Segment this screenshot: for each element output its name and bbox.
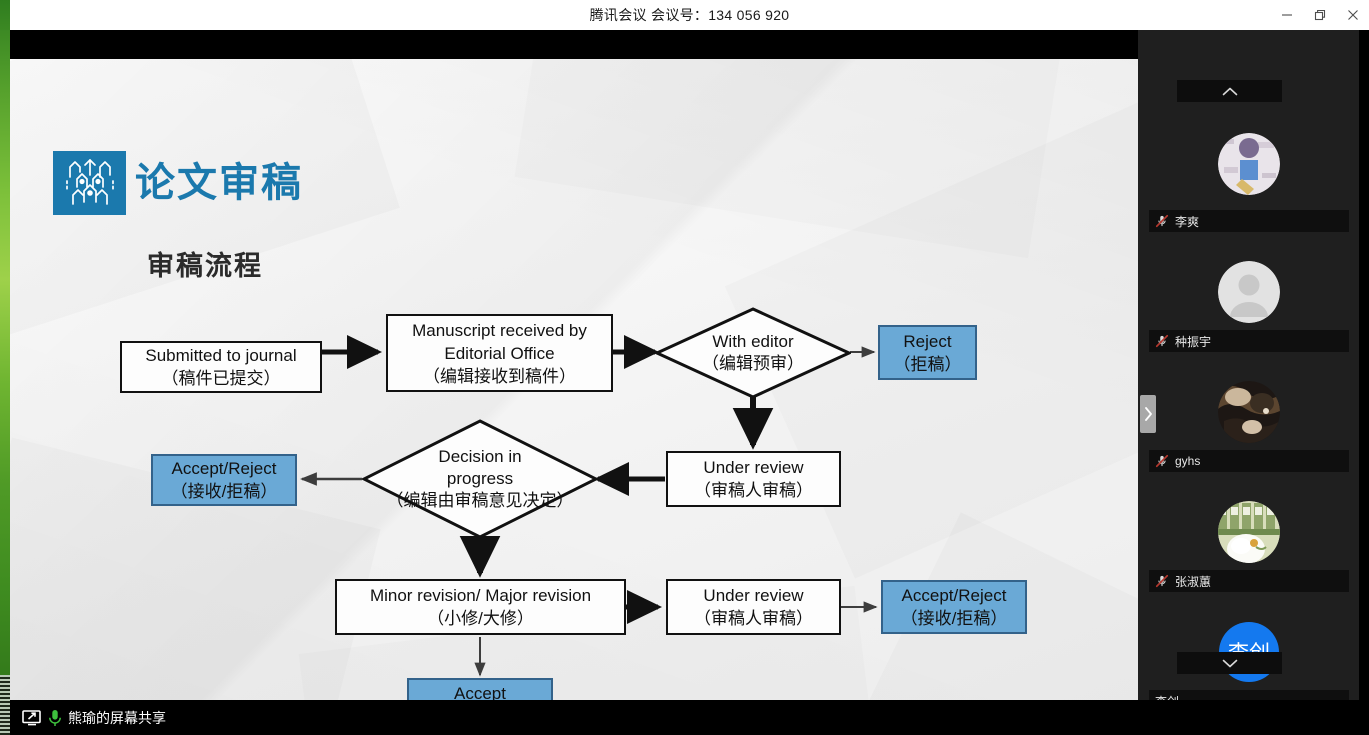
slide-title: 论文审稿: [135, 161, 303, 205]
flow-node-en: Accept/Reject: [901, 586, 1007, 605]
minimize-button[interactable]: [1270, 0, 1303, 30]
flow-node-accept-reject-1[interactable]: Accept/Reject （接收/拒稿）: [151, 454, 297, 506]
window-title: 腾讯会议 会议号：134 056 920: [589, 7, 790, 23]
avatar: [1218, 133, 1280, 195]
flow-node-zh: （编辑接收到稿件）: [423, 366, 576, 386]
flow-node-zh: （接收/拒稿）: [170, 482, 278, 501]
microphone-muted-icon: [1155, 334, 1169, 348]
flow-node-en: Under review: [703, 458, 804, 477]
participants-panel: 李爽 种振宇: [1138, 30, 1359, 735]
participant-video-tile[interactable]: [1149, 104, 1349, 224]
collapse-panel-button[interactable]: [1140, 395, 1156, 433]
taskbar-edge: [0, 675, 10, 735]
flow-node-under-review-2[interactable]: Under review （审稿人审稿）: [666, 579, 841, 635]
share-status-text: 熊瑜的屏幕共享: [68, 709, 166, 726]
restore-button[interactable]: [1303, 0, 1336, 30]
flow-node-en2: progress: [446, 469, 514, 488]
participant-name: 张淑蕙: [1175, 574, 1212, 589]
flow-node-revision[interactable]: Minor revision/ Major revision （小修/大修）: [335, 579, 626, 635]
participant-name: 李爽: [1175, 214, 1200, 229]
flow-node-en2: Editorial Office: [444, 343, 555, 363]
flow-node-en: Accept: [454, 684, 506, 703]
flow-node-received[interactable]: Manuscript received by Editorial Office …: [386, 314, 613, 392]
title-bar: 腾讯会议 会议号：134 056 920: [10, 0, 1369, 30]
avatar: [1218, 501, 1280, 563]
microphone-muted-icon: [1155, 454, 1169, 468]
microphone-muted-icon: [1155, 574, 1169, 588]
flow-node-en: Submitted to journal: [145, 346, 297, 365]
desktop-wallpaper-strip: [0, 0, 10, 735]
scroll-up-button[interactable]: [1177, 80, 1282, 102]
flow-node-zh: （编辑预审）: [702, 354, 804, 373]
journal-logo-icon: [53, 151, 126, 215]
screen-share-icon: [22, 710, 41, 726]
flow-node-accept-reject-2[interactable]: Accept/Reject （接收/拒稿）: [881, 580, 1027, 634]
participant-name-bar: 种振宇: [1149, 330, 1349, 352]
flow-node-en: Minor revision/ Major revision: [369, 586, 592, 605]
participant-name-bar: gyhs: [1149, 450, 1349, 472]
flow-node-en: Reject: [903, 331, 952, 351]
participant-name: gyhs: [1175, 454, 1201, 468]
participant-name: 种振宇: [1175, 334, 1212, 349]
review-flowchart: Submitted to journal （稿件已提交） Manuscript …: [10, 59, 1146, 730]
scroll-down-button[interactable]: [1177, 652, 1282, 674]
flow-node-en: Manuscript received by: [412, 320, 587, 340]
chevron-up-icon: [1222, 87, 1237, 95]
participant-name-bar: 张淑蕙: [1149, 570, 1349, 592]
flow-node-submitted[interactable]: Submitted to journal （稿件已提交）: [120, 341, 322, 393]
avatar: [1218, 381, 1280, 443]
close-button[interactable]: [1336, 0, 1369, 30]
flow-node-en: With editor: [712, 332, 794, 351]
window-controls: [1270, 0, 1369, 30]
shared-screen-slide[interactable]: 论文审稿 审稿流程: [10, 59, 1146, 730]
flow-node-zh: （拒稿）: [893, 354, 962, 374]
flow-node-zh: （编辑由审稿意见决定）: [386, 491, 574, 510]
chevron-down-icon: [1222, 659, 1237, 667]
microphone-icon: [49, 709, 61, 726]
flow-node-under-review-1[interactable]: Under review （审稿人审稿）: [666, 451, 841, 507]
flow-node-en: Decision in: [438, 447, 522, 466]
screen-share-status-bar: 熊瑜的屏幕共享: [10, 700, 1369, 735]
flow-node-reject[interactable]: Reject （拒稿）: [878, 325, 977, 380]
avatar-default: [1218, 261, 1280, 323]
flow-node-en: Accept/Reject: [171, 459, 277, 478]
flow-node-with-editor[interactable]: With editor （编辑预审）: [655, 307, 851, 399]
microphone-muted-icon: [1155, 214, 1169, 228]
flow-node-zh: （审稿人审稿）: [694, 609, 813, 628]
flow-node-zh: （小修/大修）: [427, 609, 534, 628]
flow-node-zh: （稿件已提交）: [161, 369, 281, 388]
flow-node-zh: （接收/拒稿）: [900, 609, 1008, 628]
flow-node-decision[interactable]: Decision in progress （编辑由审稿意见决定）: [362, 419, 598, 539]
flow-node-zh: （审稿人审稿）: [694, 481, 813, 500]
slide-subtitle: 审稿流程: [147, 251, 263, 281]
meeting-stage: 论文审稿 审稿流程: [10, 30, 1369, 735]
flow-node-en: Under review: [703, 586, 804, 605]
participant-name-bar: 李爽: [1149, 210, 1349, 232]
chevron-right-icon: [1144, 407, 1152, 421]
